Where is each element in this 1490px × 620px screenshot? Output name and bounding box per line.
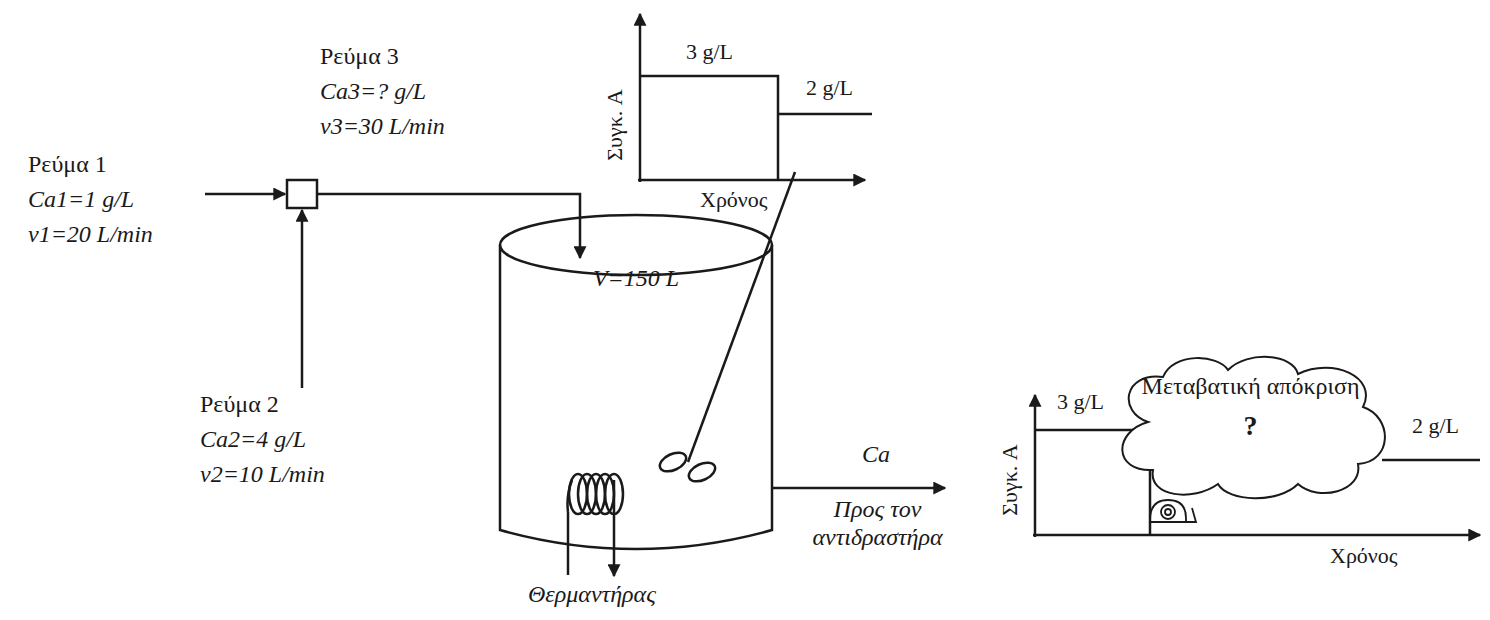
flow-value: v3=30 L/min <box>320 112 445 140</box>
flow-value: v2=10 L/min <box>200 460 325 488</box>
stream-line <box>317 194 580 258</box>
mixer-box <box>287 180 317 208</box>
snail-icon <box>1150 500 1196 522</box>
node-text: V=150 L <box>495 264 777 292</box>
outlet-destination: Προς τον αντιδραστήρα <box>790 495 965 551</box>
axis-label: Χρόνος <box>700 186 768 214</box>
stream-line <box>205 193 285 196</box>
stream-line <box>301 210 304 388</box>
coil-winding <box>605 474 623 514</box>
outlet-line <box>772 487 945 490</box>
level-value: 3 g/L <box>1057 388 1104 416</box>
chart-axis <box>1033 534 1480 537</box>
axis-label: Συγκ. A <box>996 444 1024 515</box>
heater-label: Θερμαντήρας <box>528 580 656 608</box>
heater-coil <box>568 474 624 514</box>
chart-step <box>640 76 778 180</box>
concentration-value: Ca3=? g/L <box>320 77 426 105</box>
transition-cloud: Μεταβατική απόκριση? <box>1108 352 1393 504</box>
concentration-value: Ca1=1 g/L <box>28 185 134 213</box>
coil-lead <box>568 480 573 512</box>
stream-name: Ρεύμα 2 <box>200 390 279 418</box>
chart-axis <box>638 179 865 182</box>
chart-step <box>778 113 872 116</box>
axis-label: Συγκ. A <box>601 89 629 160</box>
stream-name: Ρεύμα 3 <box>320 42 399 70</box>
node-text: Μεταβατική απόκριση <box>1108 372 1393 400</box>
stirrer-shaft <box>688 172 795 462</box>
chart-axis <box>639 14 642 182</box>
concentration-value: Ca2=4 g/L <box>200 425 306 453</box>
level-value: 2 g/L <box>806 74 853 102</box>
mixing-tank-outline <box>495 208 777 568</box>
outlet-concentration: Ca <box>862 440 890 468</box>
stream-name: Ρεύμα 1 <box>28 150 107 178</box>
level-value: 3 g/L <box>686 38 733 66</box>
propeller <box>657 449 689 475</box>
flow-value: v1=20 L/min <box>28 220 153 248</box>
mixing-tank: V=150 L <box>495 208 777 568</box>
chart-level <box>1382 459 1480 462</box>
chart-axis <box>1034 395 1037 537</box>
propeller <box>686 459 718 485</box>
level-value: 2 g/L <box>1412 412 1459 440</box>
node-subtext: ? <box>1108 412 1393 440</box>
axis-label: Χρόνος <box>1330 542 1398 570</box>
